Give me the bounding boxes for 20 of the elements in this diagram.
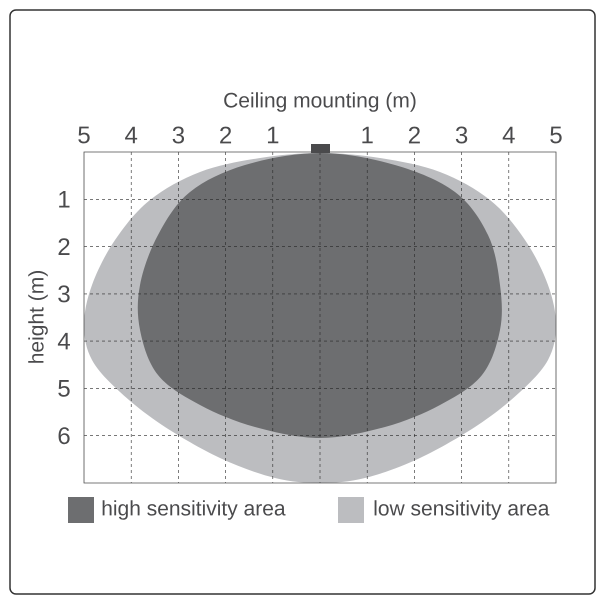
axis-tick-label: 3 (172, 126, 184, 144)
axis-tick-label: 5 (550, 126, 562, 144)
axis-tick-label: 1 (59, 191, 70, 208)
axis-tick-label: 6 (58, 427, 70, 444)
axis-tick-label: 4 (58, 332, 70, 350)
axis-tick-label: 1 (268, 126, 278, 144)
axis-tick-label: 4 (502, 126, 515, 144)
legend-label: high sensitivity area (102, 500, 286, 520)
axis-tick-label: 3 (58, 285, 70, 302)
axis-tick-label: 4 (125, 126, 138, 144)
axis-title: Ceiling mounting (m) (224, 92, 416, 112)
axis-title: height (m) (28, 271, 48, 363)
axis-tick-label: 1 (362, 126, 373, 144)
axis-tick-label: 5 (58, 380, 70, 397)
axis-tick-label: 5 (78, 126, 90, 144)
axis-tick-label: 2 (58, 238, 70, 255)
axis-tick-label: 2 (408, 126, 420, 144)
axis-tick-label: 2 (220, 126, 232, 144)
axis-tick-label: 3 (456, 126, 468, 144)
legend-label: low sensitivity area (374, 500, 550, 520)
